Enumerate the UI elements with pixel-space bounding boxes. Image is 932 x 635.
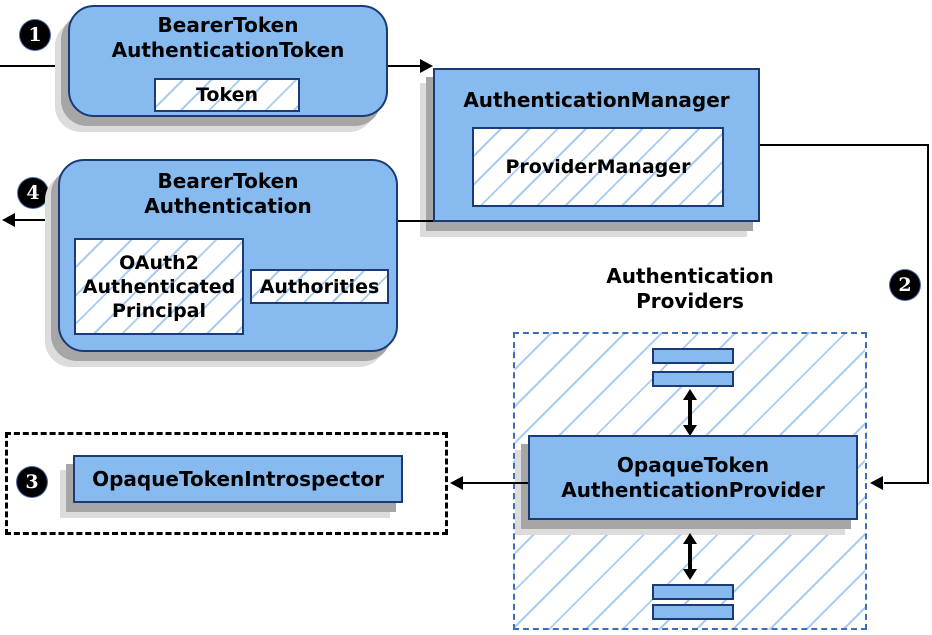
node-authentication-manager: AuthenticationManager ProviderManager <box>433 68 760 222</box>
authentication-providers-label: Authentication Providers <box>606 264 774 313</box>
authentication-manager-title: AuthenticationManager <box>463 88 730 112</box>
flow2-horizontal-top-line <box>760 144 929 146</box>
provider-stack-bottom-bar-1 <box>652 584 734 600</box>
provider-stack-top-bar-1 <box>652 348 734 364</box>
flow4-arrowhead-icon <box>2 213 15 227</box>
node-bearer-token-authentication: BearerToken Authentication OAuth2 Authen… <box>58 159 398 352</box>
provider-stack-bottom-bar-2 <box>652 604 734 620</box>
provider-stack-arrow-bottom-up-icon <box>683 533 697 544</box>
node-bearer-token-authentication-token: BearerToken AuthenticationToken Token <box>68 5 388 117</box>
step-3-badge: 3 <box>17 467 47 497</box>
provider-stack-arrow-top-down-icon <box>683 425 697 436</box>
manager-to-authentication-line <box>398 220 433 222</box>
step-2-badge: 2 <box>890 270 920 300</box>
flow1-to-manager-line <box>388 65 421 67</box>
flow2-horizontal-bottom-line <box>884 482 929 484</box>
provider-stack-arrow-top-up-icon <box>683 389 697 400</box>
flow1-to-manager-arrowhead-icon <box>420 59 433 73</box>
flow2-arrowhead-icon <box>870 476 883 490</box>
provider-stack-arrow-top-line <box>688 399 692 426</box>
provider-stack-arrow-bottom-line <box>688 543 692 570</box>
bearer-token-authentication-token-title: BearerToken AuthenticationToken <box>111 13 345 62</box>
flow3-line <box>463 482 528 484</box>
flow1-inbound-line <box>0 65 68 67</box>
step-4-badge: 4 <box>18 178 48 208</box>
provider-stack-top-bar-2 <box>652 371 734 387</box>
bearer-token-authentication-title: BearerToken Authentication <box>144 169 312 218</box>
provider-manager-chip: ProviderManager <box>472 127 724 207</box>
flow3-arrowhead-icon <box>450 476 463 490</box>
step-1-badge: 1 <box>20 20 50 50</box>
node-opaque-token-authentication-provider: OpaqueToken AuthenticationProvider <box>528 435 858 520</box>
provider-stack-arrow-bottom-down-icon <box>683 569 697 580</box>
oauth2-authenticated-principal-chip: OAuth2 Authenticated Principal <box>74 238 244 335</box>
authorities-chip: Authorities <box>250 269 389 304</box>
flow4-line <box>15 219 58 221</box>
token-chip: Token <box>154 78 300 112</box>
flow2-vertical-line <box>927 144 929 484</box>
introspector-group <box>5 432 448 535</box>
node-opaque-token-introspector: OpaqueTokenIntrospector <box>73 455 403 503</box>
